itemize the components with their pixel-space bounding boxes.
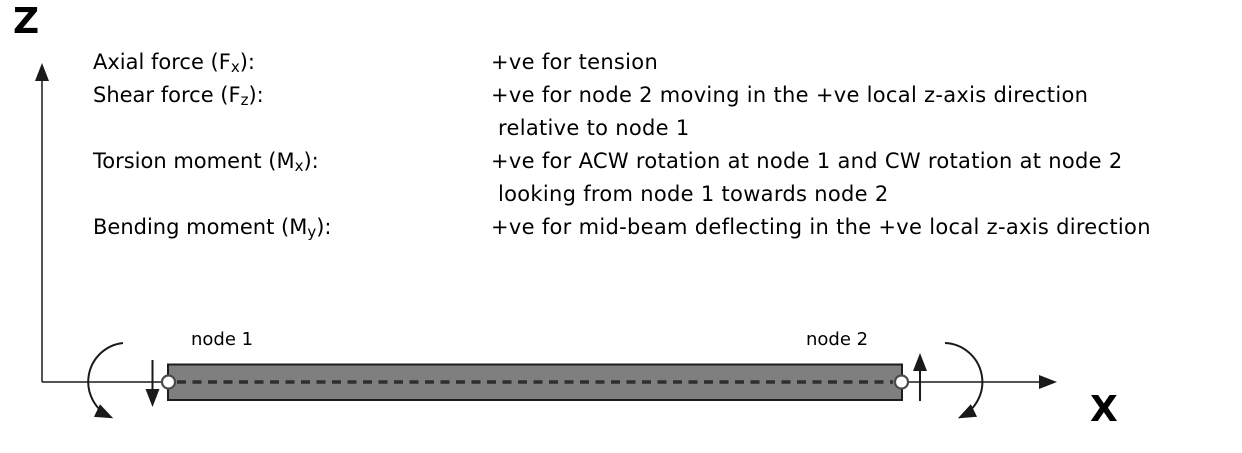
bending-moment-label: Bending moment (My): — [93, 211, 332, 249]
convention-line: +ve for mid-beam deflecting in the +ve l… — [491, 215, 1151, 239]
bending-moment-description: +ve for mid-beam deflecting in the +ve l… — [491, 211, 1151, 244]
shear-force-label: Shear force (Fz): — [93, 79, 264, 117]
torsion-moment-description: +ve for ACW rotation at node 1 and CW ro… — [491, 145, 1123, 211]
convention-line: +ve for tension — [491, 50, 659, 74]
node1-marker — [160, 374, 177, 390]
label-subscript: x — [294, 157, 304, 175]
node1-label: node 1 — [191, 329, 254, 350]
label-text: Axial force (F — [93, 50, 231, 74]
convention-line-continuation: relative to node 1 — [498, 116, 690, 140]
label-text-end: ): — [303, 149, 319, 173]
label-subscript: y — [307, 223, 317, 241]
label-text-end: ): — [316, 215, 332, 239]
convention-line: +ve for ACW rotation at node 1 and CW ro… — [491, 149, 1123, 173]
axial-force-label: Axial force (Fx): — [93, 46, 255, 84]
torsion-moment-label: Torsion moment (Mx): — [93, 145, 319, 183]
label-text: Bending moment (M — [93, 215, 308, 239]
label-text-end: ): — [239, 50, 256, 74]
node1-moment-arrow-icon — [87, 342, 124, 419]
shear-force-description: +ve for node 2 moving in the +ve local z… — [491, 79, 1088, 145]
x-axis-label: X — [1090, 389, 1118, 430]
z-axis-label: Z — [13, 1, 40, 42]
label-text-end: ): — [248, 83, 264, 107]
convention-line-continuation: looking from node 1 towards node 2 — [498, 182, 889, 206]
node2-moment-arrow-icon — [944, 342, 984, 419]
node2-marker — [893, 374, 910, 390]
label-text: Torsion moment (M — [93, 149, 295, 173]
node2-label: node 2 — [806, 329, 869, 350]
label-subscript: x — [230, 58, 240, 76]
convention-line: +ve for node 2 moving in the +ve local z… — [491, 83, 1089, 107]
axial-force-description: +ve for tension — [491, 46, 658, 79]
label-text: Shear force (F — [93, 83, 241, 107]
label-subscript: z — [240, 91, 249, 109]
